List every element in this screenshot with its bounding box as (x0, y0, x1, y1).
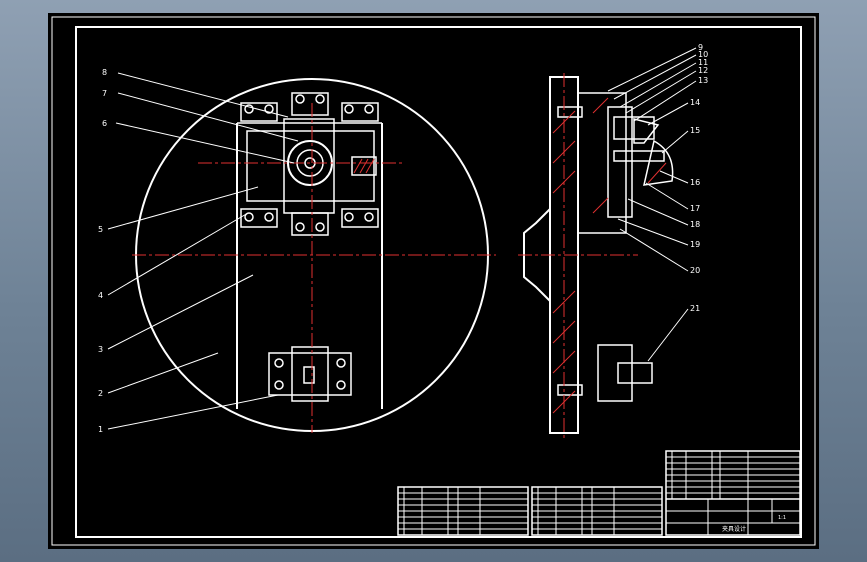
balloon-1: 1 (98, 425, 103, 434)
balloon-13: 13 (698, 76, 708, 85)
side-clamp-block (577, 92, 627, 234)
parts-list-middle (531, 486, 663, 536)
balloon-5: 5 (98, 225, 103, 234)
title-block-title: 夹具设计 (722, 525, 746, 533)
balloon-15: 15 (690, 126, 700, 135)
parts-list-left (397, 486, 529, 536)
balloon-3: 3 (98, 345, 103, 354)
side-locator (597, 344, 633, 402)
leader-lines (107, 47, 697, 430)
balloon-6: 6 (102, 119, 107, 128)
centerlines-side (518, 73, 638, 441)
balloon-4: 4 (98, 291, 103, 300)
knob (643, 139, 674, 186)
balloon-20: 20 (690, 266, 700, 275)
balloon-18: 18 (690, 220, 700, 229)
inner-border (75, 26, 802, 538)
balloon-2: 2 (98, 389, 103, 398)
balloon-11: 11 (698, 58, 708, 67)
clamp-body (246, 130, 375, 202)
balloon-8: 8 (102, 68, 107, 77)
clamp-center-block (283, 118, 335, 214)
balloon-7: 7 (102, 89, 107, 98)
centerlines-front (132, 103, 496, 433)
title-block-scale: 1:1 (778, 515, 786, 521)
balloon-12: 12 (698, 66, 708, 75)
title-block (665, 450, 801, 536)
balloon-14: 14 (690, 98, 700, 107)
front-view (135, 78, 489, 432)
outer-border (51, 16, 816, 546)
balloon-16: 16 (690, 178, 700, 187)
balloon-10: 10 (698, 50, 708, 59)
balloon-21: 21 (690, 304, 700, 313)
balloon-19: 19 (690, 240, 700, 249)
locating-block (268, 352, 352, 396)
balloon-17: 17 (690, 204, 700, 213)
balloon-9: 9 (698, 43, 703, 52)
